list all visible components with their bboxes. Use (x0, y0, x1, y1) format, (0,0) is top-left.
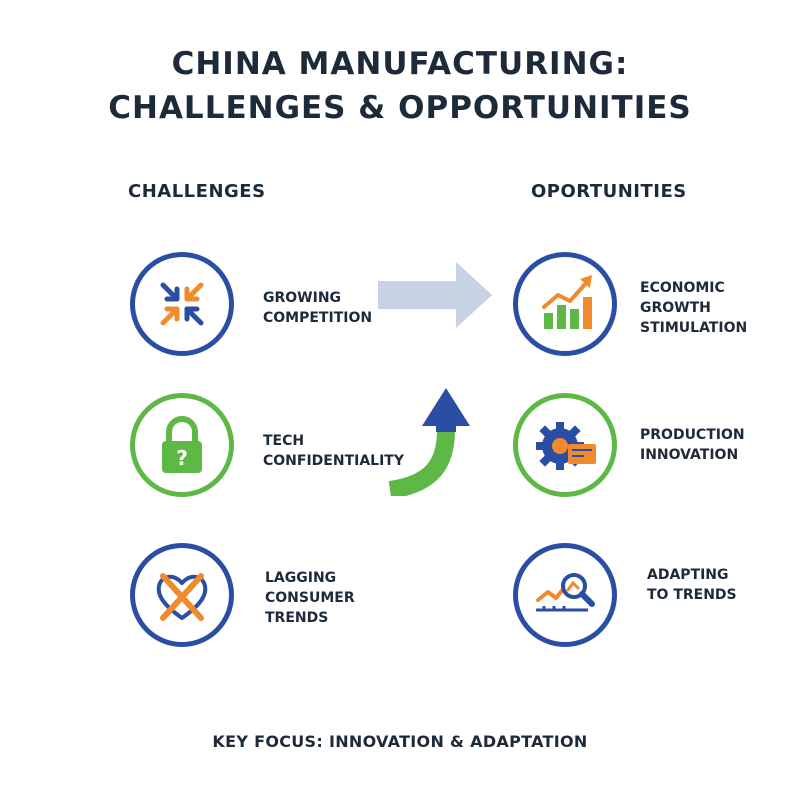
opportunities-heading: OPORTUNITIES (531, 181, 687, 202)
challenge-label-confidentiality: TECH CONFIDENTIALITY (263, 433, 404, 469)
opportunity-circle-innovation (513, 393, 617, 497)
challenge-circle-consumer-trends (130, 543, 234, 647)
opportunity-label-trends: ADAPTING TO TRENDS (647, 567, 737, 603)
opportunity-label-innovation: PRODUCTION INNOVATION (640, 427, 745, 463)
crossed-heart-icon (156, 573, 208, 621)
inward-arrows-icon (160, 282, 204, 326)
opportunity-label-growth: ECONOMIC GROWTH STIMULATION (640, 280, 748, 336)
magnifier-trend-icon (536, 573, 595, 612)
right-arrow-icon (378, 262, 492, 328)
opportunity-circle-growth (513, 252, 617, 356)
challenge-circle-competition (130, 252, 234, 356)
gear-card-icon (536, 422, 596, 470)
challenge-label-consumer-trends: LAGGING CONSUMER TRENDS (265, 570, 355, 626)
challenge-label-competition: GROWING COMPETITION (263, 290, 373, 326)
bar-chart-growth-icon (542, 275, 592, 329)
challenges-heading: CHALLENGES (128, 181, 266, 202)
curved-up-arrow-icon (388, 388, 470, 496)
page-title-line-2: CHALLENGES & OPPORTUNITIES (108, 90, 692, 126)
key-focus-footer: KEY FOCUS: INNOVATION & ADAPTATION (212, 732, 588, 751)
padlock-question-icon: ? (162, 416, 202, 473)
page-title-line-1: CHINA MANUFACTURING: (171, 46, 629, 82)
opportunity-circle-trends (513, 543, 617, 647)
challenge-circle-confidentiality: ? (130, 393, 234, 497)
svg-text:?: ? (176, 446, 188, 470)
